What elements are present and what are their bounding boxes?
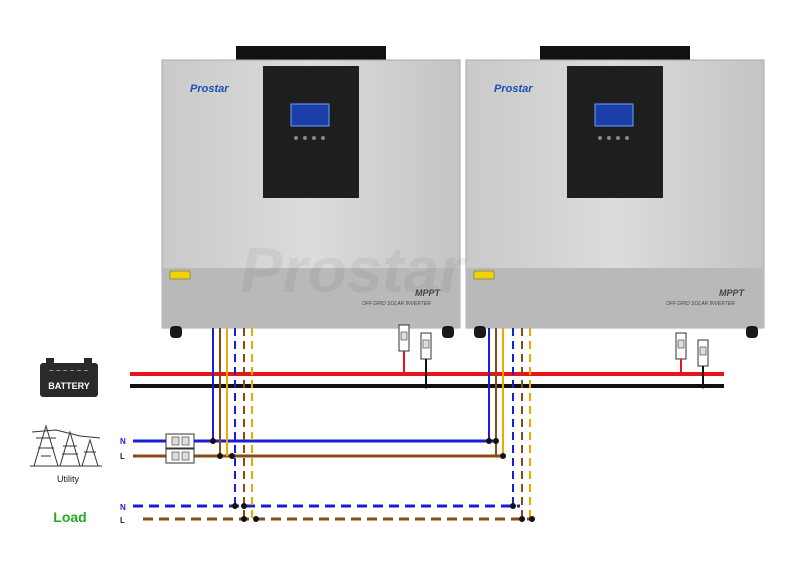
watermark: Prostar [240, 234, 467, 306]
inverter-1-button-4 [321, 136, 325, 140]
utility-n-label: N [120, 437, 126, 446]
inverter-1-button-1 [294, 136, 298, 140]
inverter-2-bracket [540, 46, 690, 60]
inverter-2-warning-label [473, 270, 495, 280]
inverter-1-lcd-screen [290, 103, 330, 127]
utility-l-label: L [120, 452, 125, 461]
inverter-2-lcd-screen [594, 103, 634, 127]
inverter-1-ac-wires [210, 328, 259, 522]
battery-label: BATTERY [48, 381, 90, 391]
utility-breaker [165, 433, 195, 464]
inverter-1-brand: Prostar [190, 83, 229, 95]
inverter-1-button-3 [312, 136, 316, 140]
load-label: Load [53, 509, 86, 525]
inverter-1-model: MPPT [415, 288, 442, 298]
inverter-1: Prostar MPPT OFF GRID SOLAR INVERTER [161, 46, 461, 338]
inverter-2-subtitle: OFF GRID SOLAR INVERTER [666, 301, 735, 307]
inverter-1-bottom-panel [162, 268, 460, 328]
inverter-1-dc-breakers [398, 324, 432, 389]
inverter-1-bracket [236, 46, 386, 60]
svg-text:− − − − − −: − − − − − − [49, 366, 88, 375]
inverter-2-button-4 [625, 136, 629, 140]
inverter-2-button-1 [598, 136, 602, 140]
inverter-2-ac-wires [486, 328, 535, 522]
utility-label: Utility [57, 474, 79, 484]
inverter-2-foot-right [746, 326, 758, 338]
load-n-label: N [120, 503, 126, 512]
inverter-1-warning-label [169, 270, 191, 280]
inverter-1-foot-right [442, 326, 454, 338]
battery-icon: − − − − − − [40, 358, 98, 397]
inverter-2-button-2 [607, 136, 611, 140]
inverter-2-bottom-panel [466, 268, 764, 328]
inverter-1-front-panel [263, 66, 359, 198]
inverter-2-front-panel [567, 66, 663, 198]
inverter-2-model: MPPT [719, 288, 746, 298]
inverter-1-subtitle: OFF GRID SOLAR INVERTER [362, 301, 431, 307]
inverter-2: Prostar MPPT OFF GRID SOLAR INVERTER [465, 46, 765, 338]
inverter-2-brand: Prostar [494, 83, 533, 95]
load-l-label: L [120, 516, 125, 525]
inverter-2-dc-breakers [675, 332, 709, 389]
inverter-1-button-2 [303, 136, 307, 140]
utility-tower-icon [30, 424, 102, 467]
inverter-2-button-3 [616, 136, 620, 140]
inverter-2-foot-left [474, 326, 486, 338]
inverter-1-foot-left [170, 326, 182, 338]
